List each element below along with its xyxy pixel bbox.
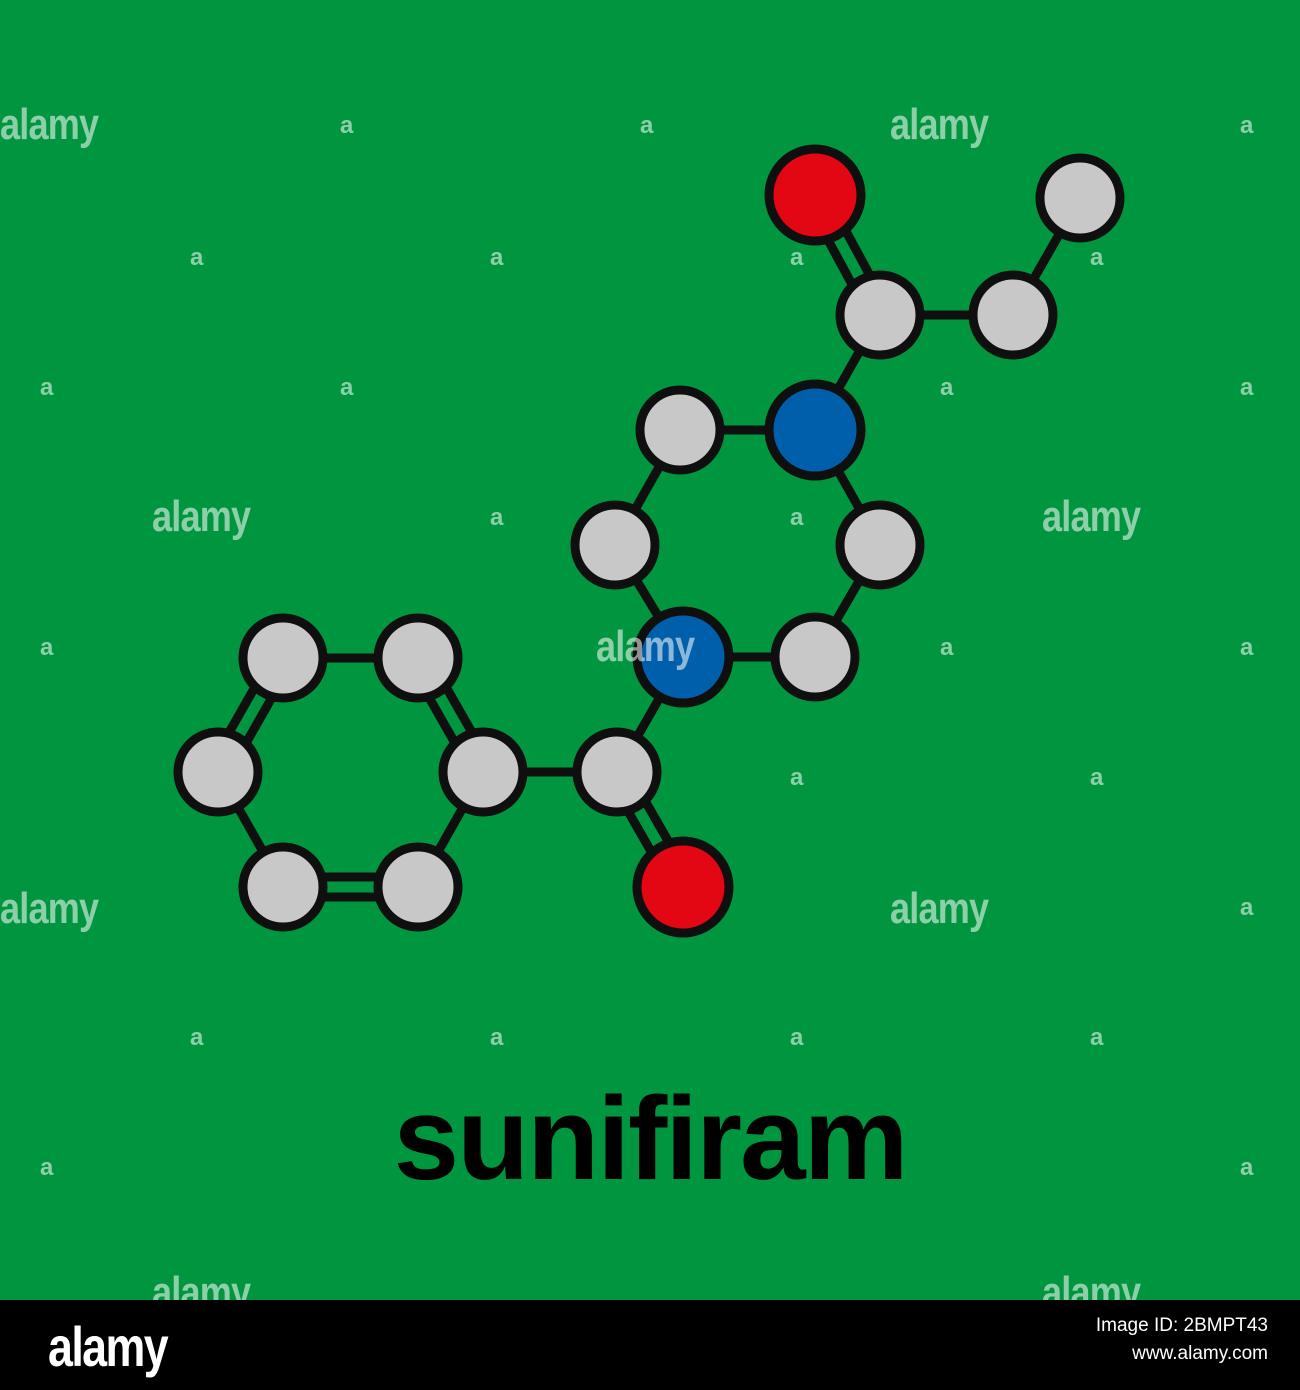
molecule-name: sunifiram [393,1073,908,1205]
footer-bar: alamy Image ID: 2BMPT43 www.alamy.com [0,1300,1300,1390]
carbon-atom [1035,153,1125,243]
carbon-atom [572,727,662,817]
carbon-atom [173,727,263,817]
nitrogen-atom [764,379,866,481]
carbon-atom [438,727,528,817]
carbon-atom [635,385,725,475]
oxygen-atom [764,144,866,246]
oxygen-atom [632,836,734,938]
atoms-layer [173,144,1125,938]
carbon-atom [570,500,660,590]
carbon-atom [238,842,328,932]
site-url: www.alamy.com [1132,1343,1268,1364]
nitrogen-atom [632,606,734,708]
image-id: Image ID: 2BMPT43 [1095,1315,1268,1336]
carbon-atom [238,613,328,703]
footer-image-info: Image ID: 2BMPT43 www.alamy.com [1096,1312,1268,1368]
molecule-structure [0,0,1300,1300]
carbon-atom [968,270,1058,360]
carbon-atom [373,842,463,932]
molecule-canvas: alamy alamy alamy alamy alamy alamy alam… [0,0,1300,1300]
footer-logo: alamy [48,1315,169,1378]
carbon-atom [373,613,463,703]
carbon-atom [835,500,925,590]
carbon-atom [770,612,860,702]
carbon-atom [835,270,925,360]
